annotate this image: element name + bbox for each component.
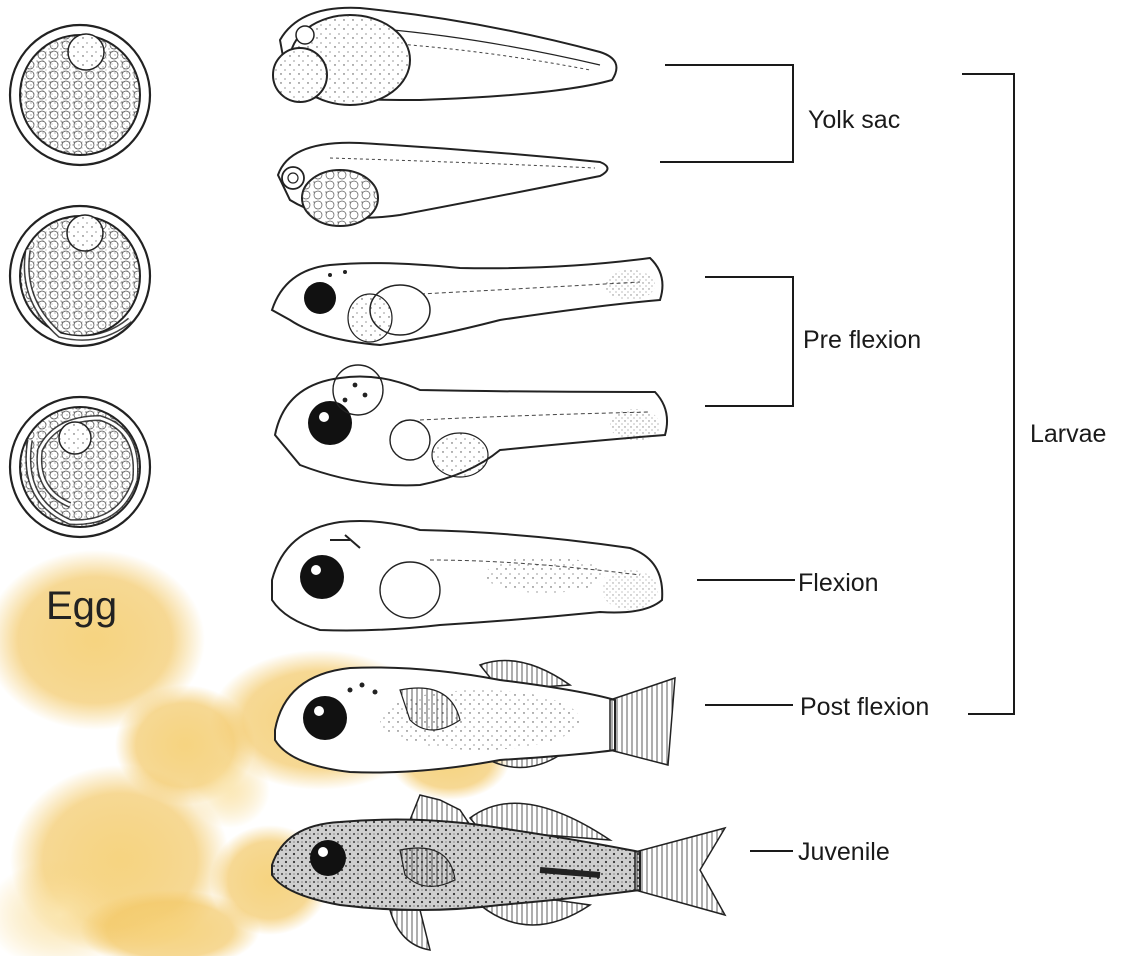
post-flexion-label: Post flexion — [800, 693, 929, 722]
flexion-label: Flexion — [798, 569, 879, 598]
egg-mid-icon — [10, 206, 150, 346]
yolk-sac-larva-late-icon — [278, 143, 608, 226]
larvae-bracket — [962, 74, 1014, 714]
larvae-label: Larvae — [1030, 420, 1106, 449]
pre-flexion-larva-late-icon — [275, 365, 667, 485]
yolk-sac-larva-early-icon — [273, 8, 616, 105]
juvenile-label: Juvenile — [798, 838, 890, 867]
juvenile-fish-icon — [272, 795, 725, 950]
egg-late-icon — [10, 397, 150, 537]
pre-flexion-larva-early-icon — [272, 258, 662, 345]
post-flexion-larva-icon — [275, 661, 675, 773]
pre-flexion-label: Pre flexion — [803, 326, 921, 355]
stage-brackets — [660, 65, 1014, 851]
egg-early-icon — [10, 25, 150, 165]
yolk-sac-bracket — [660, 65, 793, 162]
egg-label: Egg — [46, 584, 117, 629]
flexion-larva-icon — [272, 521, 662, 630]
yolk-sac-label: Yolk sac — [808, 106, 900, 135]
pre-flexion-bracket — [705, 277, 793, 406]
